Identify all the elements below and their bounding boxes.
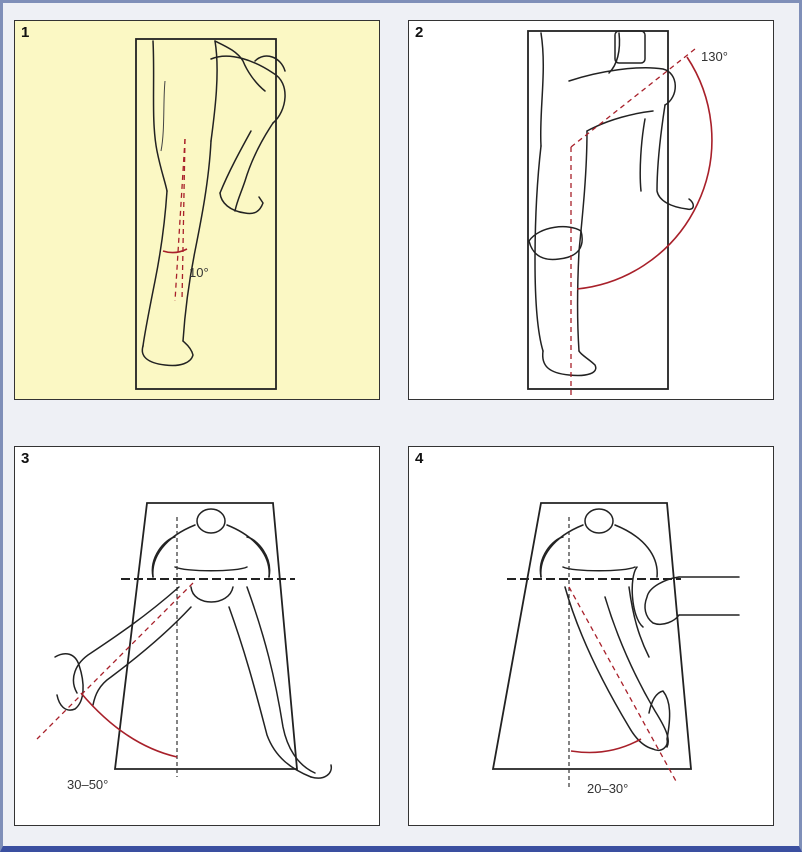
wall-board [528, 31, 668, 389]
exam-table [115, 503, 297, 769]
angle-label: 130° [701, 49, 728, 64]
leg-axis-line [37, 583, 193, 739]
angle-label: 30–50° [67, 777, 108, 792]
panel-3: 3 30–50° [14, 446, 380, 826]
hip-adduction-illustration [409, 447, 774, 826]
angle-arc [571, 739, 641, 753]
hip-flexion-illustration [409, 21, 774, 400]
leg-axis-line [569, 587, 677, 783]
angle-arc [81, 693, 177, 757]
exam-table [493, 503, 691, 769]
hip-abduction-illustration [15, 447, 380, 826]
wall-board [136, 39, 276, 389]
panel-2: 2 130° [408, 20, 774, 400]
thigh-axis-line [182, 139, 185, 301]
angle-label: 20–30° [587, 781, 628, 796]
hip-extension-illustration [15, 21, 380, 400]
panel-4: 4 20–30° [408, 446, 774, 826]
panel-1: 1 10° [14, 20, 380, 400]
angle-label: 10° [189, 265, 209, 280]
angle-arc [577, 57, 712, 289]
